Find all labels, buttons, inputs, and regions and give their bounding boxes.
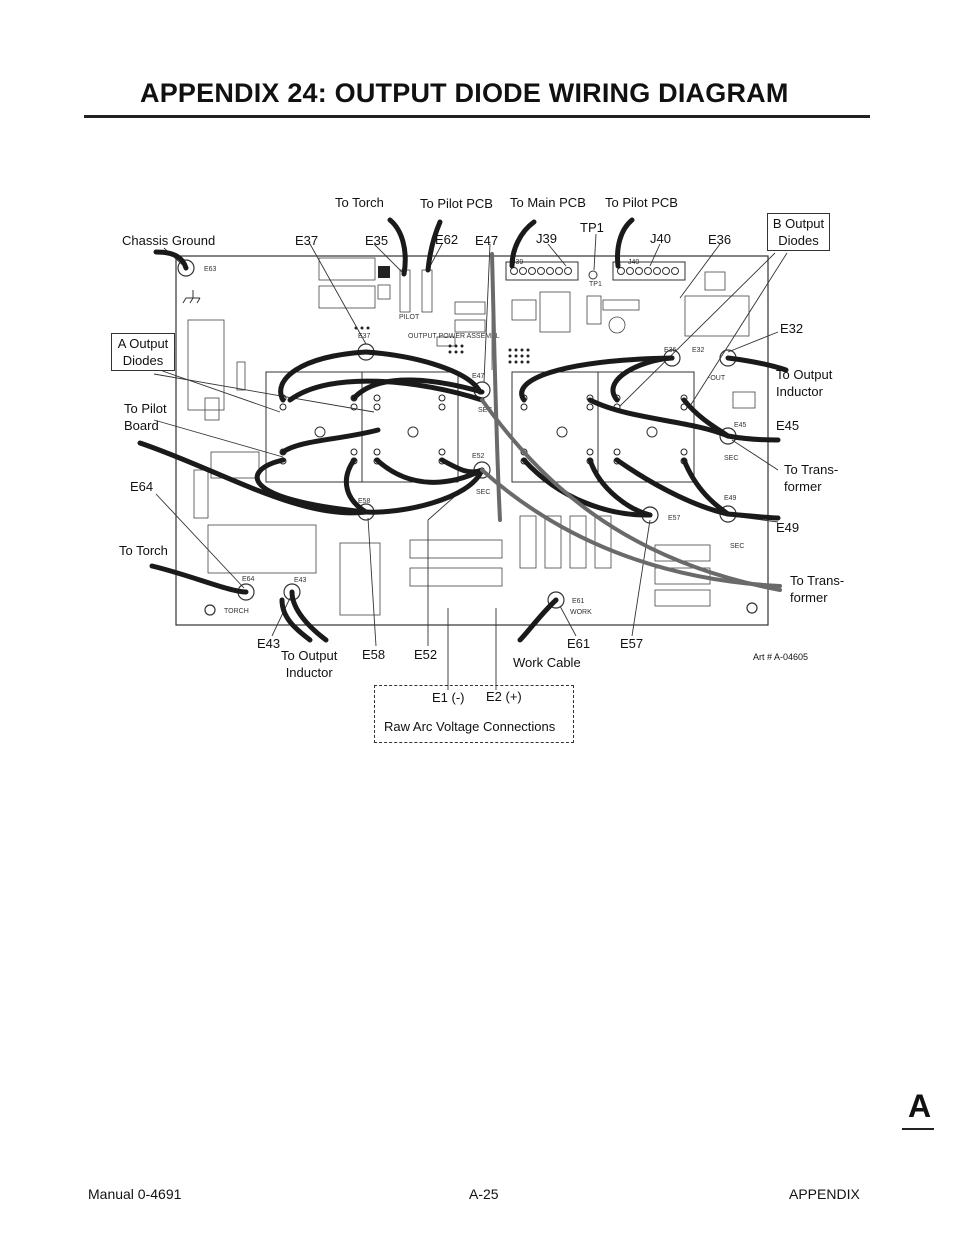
pcb-text-e37: E37	[358, 333, 371, 340]
label-tp1: TP1	[580, 220, 604, 235]
label-to-pilot-board: To Pilot Board	[124, 400, 167, 434]
label-to-transformer-1-line1: To Trans-	[784, 462, 839, 477]
label-to-pilot-pcb-left: To Pilot PCB	[420, 196, 493, 211]
label-e62: E62	[435, 232, 459, 247]
pcb-text-j39: J39	[512, 259, 523, 266]
label-b-output-diodes: B Output Diodes	[767, 213, 830, 251]
raw-arc-voltage-box	[374, 685, 574, 743]
pcb-text-pilot: PILOT	[399, 314, 420, 321]
label-to-pilot-board-line1: To Pilot	[124, 401, 167, 416]
pcb-text-e43: E43	[294, 577, 307, 584]
label-to-output-inductor-bottom: To Output Inductor	[281, 647, 337, 681]
footer-section: APPENDIX	[789, 1186, 860, 1202]
page-title: APPENDIX 24: OUTPUT DIODE WIRING DIAGRAM	[140, 78, 789, 108]
label-e49: E49	[776, 520, 800, 535]
label-work-cable: Work Cable	[513, 655, 581, 670]
pcb-board	[175, 255, 769, 626]
label-e35: E35	[365, 233, 389, 248]
label-j40: J40	[650, 231, 671, 246]
label-to-torch-left: To Torch	[119, 543, 168, 558]
label-to-output-inductor-right-line2: Inductor	[776, 384, 823, 399]
pcb-text-tp1: TP1	[589, 281, 602, 288]
label-e61: E61	[567, 636, 591, 651]
pcb-text-out: -OUT	[708, 375, 726, 382]
label-to-torch-top: To Torch	[335, 195, 384, 210]
label-to-pilot-pcb-right: To Pilot PCB	[605, 195, 678, 210]
pcb-text-j40: J40	[628, 259, 639, 266]
pcb-text-e63: E63	[204, 266, 217, 273]
label-e58: E58	[362, 647, 386, 662]
label-a-output-diodes-line2: Diodes	[122, 353, 164, 368]
label-to-output-inductor-bottom-line1: To Output	[281, 648, 338, 663]
label-e37: E37	[295, 233, 319, 248]
label-e36: E36	[708, 232, 732, 247]
pcb-text-sec-4: SEC	[730, 543, 744, 550]
pcb-text-e58: E58	[358, 498, 371, 505]
label-to-pilot-board-line2: Board	[124, 418, 159, 433]
diode-module-a2	[361, 371, 459, 483]
art-number: Art # A-04605	[753, 652, 809, 662]
label-to-transformer-1: To Trans- former	[784, 461, 838, 495]
pcb-text-e57: E57	[668, 515, 681, 522]
pcb-text-e52: E52	[472, 453, 485, 460]
pcb-text-e61: E61	[572, 598, 585, 605]
label-to-output-inductor-right: To Output Inductor	[776, 366, 832, 400]
pcb-text-e64: E64	[242, 576, 255, 583]
label-e2: E2 (+)	[486, 689, 522, 704]
label-to-transformer-1-line2: former	[784, 479, 822, 494]
label-to-output-inductor-bottom-line2: Inductor	[285, 665, 333, 680]
label-to-transformer-2: To Trans- former	[790, 572, 844, 606]
label-to-main-pcb: To Main PCB	[510, 195, 586, 210]
label-e43: E43	[257, 636, 281, 651]
pcb-text-output-power: OUTPUT POWER ASSEMBL	[408, 333, 500, 340]
label-chassis-ground: Chassis Ground	[122, 233, 216, 248]
pcb-text-work: WORK	[570, 609, 592, 616]
label-b-output-diodes-line1: B Output	[772, 216, 825, 231]
section-tab-letter: A	[908, 1088, 932, 1124]
wiring-diagram: E63 PILOT OUTPUT POWER ASSEMBL TORCH WOR…	[137, 217, 789, 690]
label-e32: E32	[780, 321, 804, 336]
pcb-text-e45: E45	[734, 422, 747, 429]
pcb-text-e49: E49	[724, 495, 737, 502]
label-a-output-diodes: A Output Diodes	[111, 333, 175, 371]
pcb-text-e47: E47	[472, 373, 485, 380]
label-e1: E1 (-)	[432, 690, 465, 705]
label-b-output-diodes-line2: Diodes	[778, 233, 819, 248]
pcb-text-sec-3: SEC	[724, 455, 738, 462]
pcb-text-e36: E36	[664, 347, 677, 354]
title-rule	[84, 115, 870, 118]
label-to-output-inductor-right-line1: To Output	[776, 367, 833, 382]
footer-manual: Manual 0-4691	[88, 1186, 182, 1202]
label-a-output-diodes-line1: A Output	[117, 336, 169, 351]
label-e47: E47	[475, 233, 499, 248]
pcb-text-e32: E32	[692, 347, 705, 354]
label-to-transformer-2-line1: To Trans-	[790, 573, 845, 588]
label-e52: E52	[414, 647, 438, 662]
pcb-text-sec-1: SEC	[478, 407, 492, 414]
label-to-transformer-2-line2: former	[790, 590, 828, 605]
footer-page-number: A-25	[469, 1186, 499, 1202]
label-e45: E45	[776, 418, 800, 433]
label-e64: E64	[130, 479, 154, 494]
label-raw-arc-voltage: Raw Arc Voltage Connections	[384, 719, 556, 734]
pcb-text-torch: TORCH	[224, 608, 249, 615]
section-tab-rule	[902, 1128, 934, 1130]
label-j39: J39	[536, 231, 557, 246]
label-e57: E57	[620, 636, 644, 651]
pcb-text-sec-2: SEC	[476, 489, 490, 496]
